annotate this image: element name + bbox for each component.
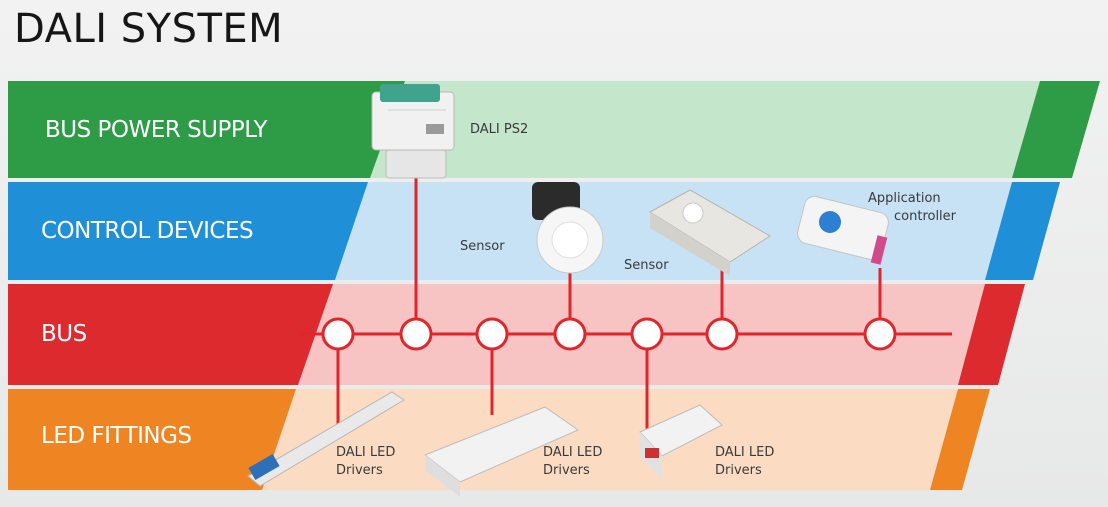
bus-node: [399, 317, 433, 351]
box-sensor-icon: [649, 189, 771, 276]
power-band-tint: [370, 81, 1040, 178]
control-band-edge: [985, 182, 1060, 280]
led-driver-icon: [424, 406, 580, 497]
page-title: DALI SYSTEM: [14, 6, 284, 52]
led-driver-icon: [247, 391, 405, 487]
bus-node: [705, 317, 739, 351]
control-band-label: CONTROL DEVICES: [41, 218, 254, 244]
driver-1-label-line1: DALI LED: [336, 445, 396, 460]
driver-3-label-line1: DALI LED: [715, 445, 775, 460]
driver-1-label-line2: Drivers: [336, 463, 383, 478]
bus-band-edge: [958, 284, 1025, 385]
bus-node: [321, 317, 355, 351]
application-controller-icon: [797, 195, 889, 265]
bus-band-label: BUS: [41, 321, 87, 347]
sensor-2-label: Sensor: [624, 258, 669, 273]
power-supply-label: DALI PS2: [470, 122, 529, 137]
bus-node: [553, 317, 587, 351]
bus-band-label-block: [8, 284, 333, 385]
driver-3-label-line2: Drivers: [715, 463, 762, 478]
power-band-label: BUS POWER SUPPLY: [45, 117, 268, 143]
driver-2-label-line1: DALI LED: [543, 445, 603, 460]
fittings-band-edge: [930, 389, 990, 490]
bus-node: [475, 317, 509, 351]
bus-node: [630, 317, 664, 351]
led-driver-icon: [639, 404, 723, 480]
app-controller-label-line2: controller: [894, 209, 957, 224]
power-supply-icon: [371, 84, 455, 179]
fittings-band-label: LED FITTINGS: [41, 423, 192, 449]
fittings-band-label-block: [8, 389, 296, 490]
bus-node: [863, 317, 897, 351]
app-controller-label-line1: Application: [868, 191, 941, 206]
power-band-label-block: [8, 81, 405, 178]
driver-2-label-line2: Drivers: [543, 463, 590, 478]
ceiling-sensor-icon: [532, 182, 604, 274]
control-band-label-block: [8, 182, 368, 280]
power-band-edge: [1012, 81, 1100, 178]
sensor-1-label: Sensor: [460, 239, 505, 254]
